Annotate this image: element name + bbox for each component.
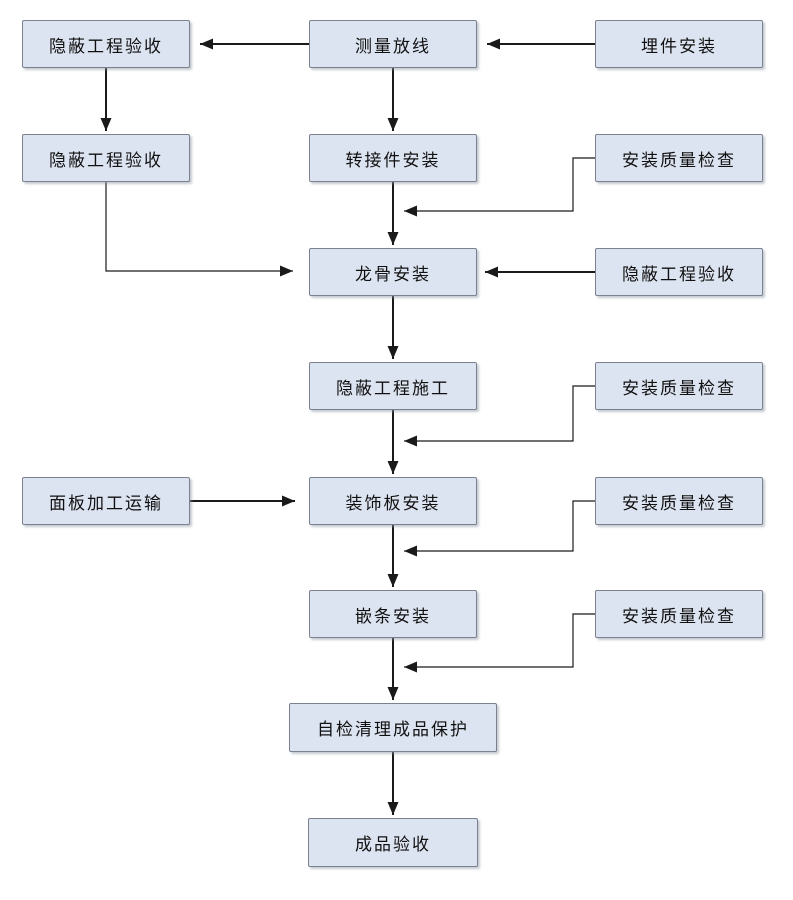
node-panel-processing-transport: 面板加工运输 — [22, 477, 190, 525]
elbow-qualitycheck4-to-line — [404, 613, 595, 673]
node-adapter-install: 转接件安装 — [309, 134, 477, 182]
elbow-hidden2-to-keel — [105, 182, 293, 277]
node-install-quality-check-3: 安装质量检查 — [595, 477, 763, 525]
node-hidden-work-acceptance-1: 隐蔽工程验收 — [22, 20, 190, 68]
node-finished-product-acceptance: 成品验收 — [308, 818, 478, 867]
node-hidden-work-construction: 隐蔽工程施工 — [309, 362, 477, 410]
node-self-check-cleanup-protection: 自检清理成品保护 — [289, 703, 497, 752]
elbow-qualitycheck3-to-line — [404, 500, 595, 557]
node-trim-strip-install: 嵌条安装 — [309, 590, 477, 638]
node-embedded-parts-install: 埋件安装 — [595, 20, 763, 68]
node-install-quality-check-4: 安装质量检查 — [595, 590, 763, 638]
node-keel-install: 龙骨安装 — [309, 248, 477, 296]
node-hidden-work-acceptance-2: 隐蔽工程验收 — [22, 134, 190, 182]
node-install-quality-check-2: 安装质量检查 — [595, 362, 763, 410]
elbow-qualitycheck2-to-line — [404, 385, 595, 447]
node-decorative-panel-install: 装饰板安装 — [309, 477, 477, 525]
elbow-qualitycheck1-to-line — [404, 157, 595, 217]
node-survey-layout: 测量放线 — [309, 20, 477, 68]
node-hidden-work-acceptance-3: 隐蔽工程验收 — [595, 248, 763, 296]
node-install-quality-check-1: 安装质量检查 — [595, 134, 763, 182]
